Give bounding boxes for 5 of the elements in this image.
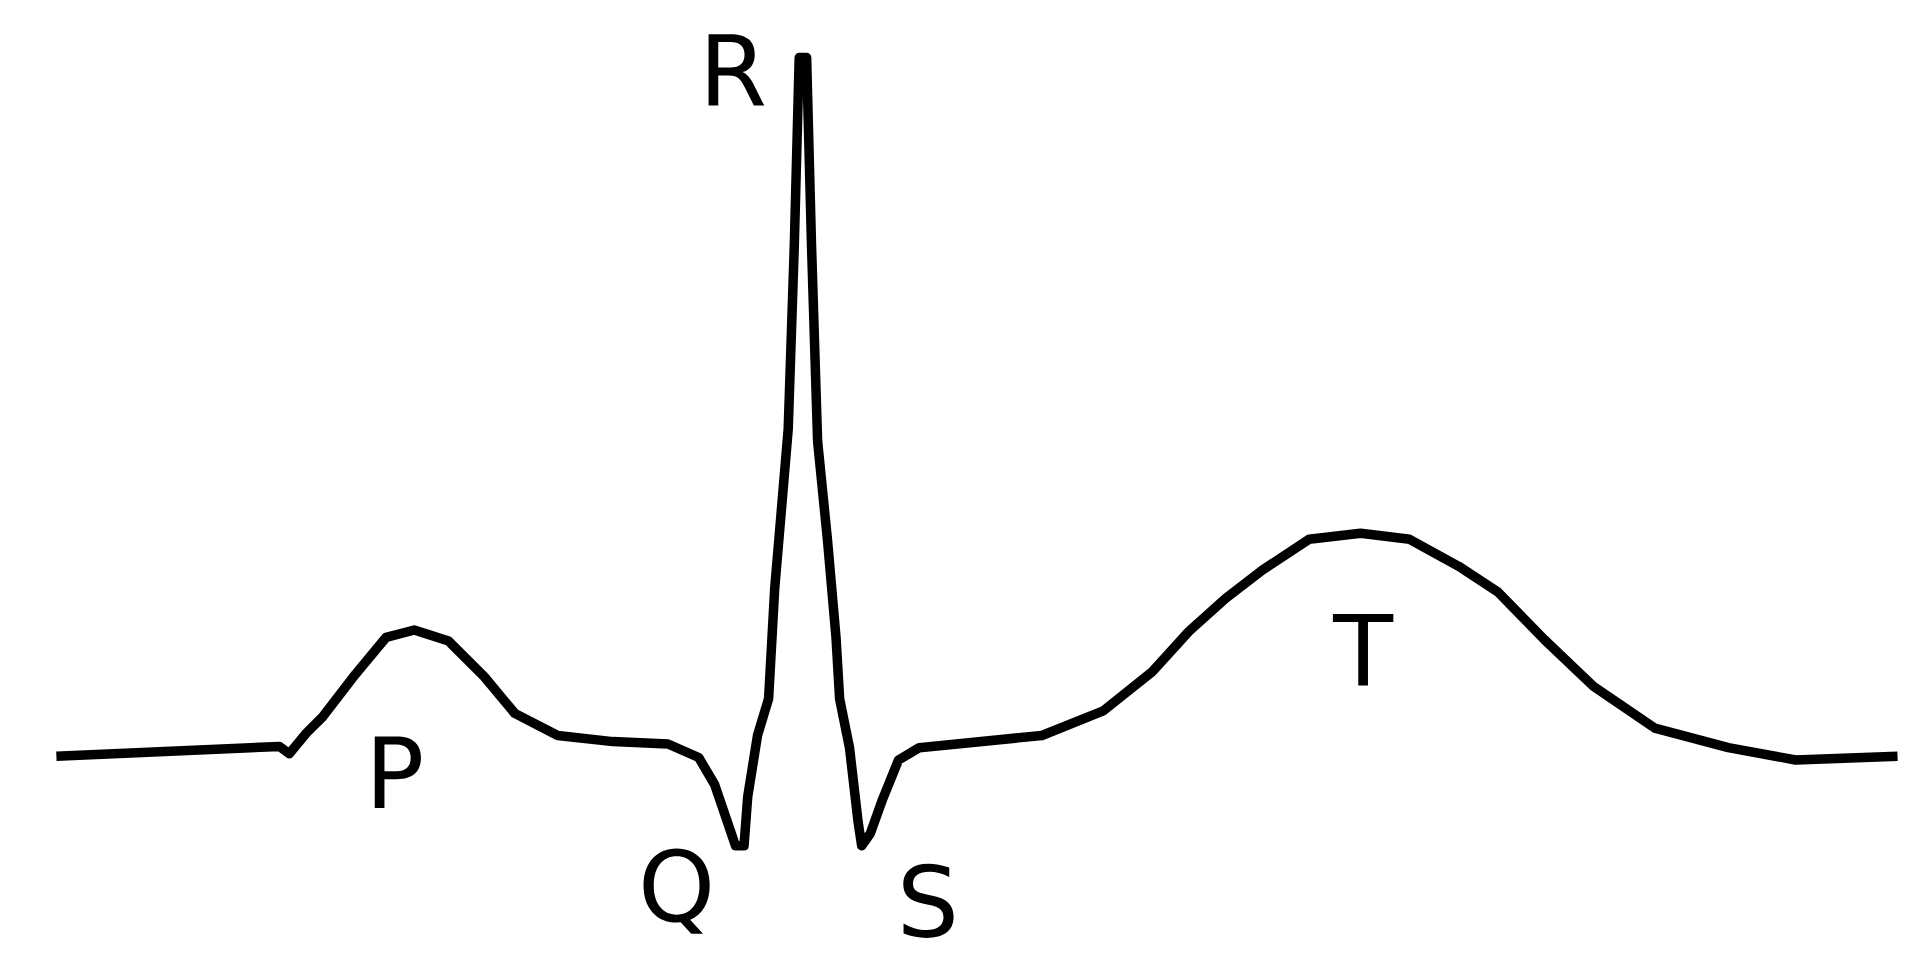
wave-label: R [708, 34, 765, 106]
wave-label: T [1332, 613, 1394, 686]
wave-label: Q [643, 848, 710, 934]
wave-label: P [374, 736, 421, 808]
wave-label: S [903, 863, 954, 938]
